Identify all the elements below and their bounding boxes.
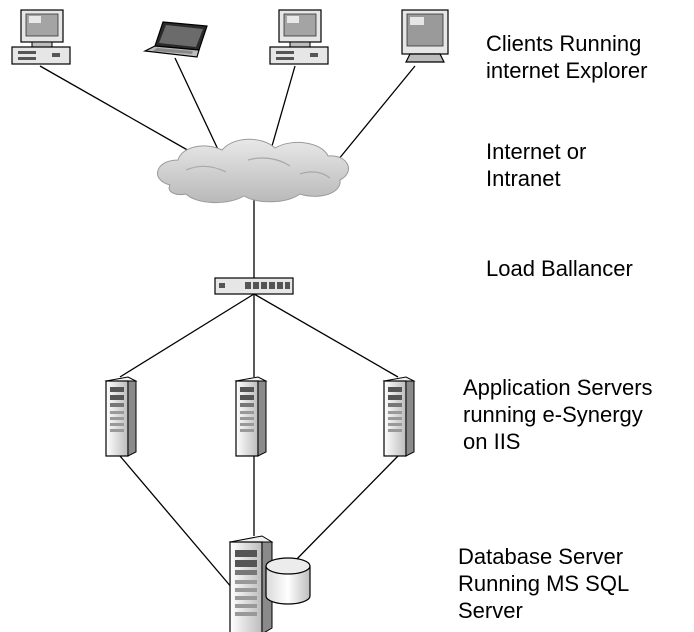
db-server-label-line-1: Database Server [458, 544, 624, 569]
load-balancer-label-line-1: Load Ballancer [486, 256, 633, 281]
app-servers-label-line-1: Application Servers [463, 375, 653, 400]
db-server-label-line-3: Server [458, 598, 523, 623]
desktop-computer-icon [11, 9, 71, 65]
connection-lines [39, 57, 416, 596]
clients-label-line-2: internet Explorer [486, 58, 648, 83]
link-client1-cloud [39, 65, 206, 161]
desktop-computer-icon [269, 9, 329, 65]
db-server-label: Database Server Running MS SQL Server [458, 543, 629, 624]
app-servers-label-line-3: on IIS [463, 429, 521, 454]
monitor-icon [401, 9, 449, 63]
app-servers-label: Application Servers running e-Synergy on… [463, 374, 653, 455]
clients-label-line-1: Clients Running [486, 31, 642, 56]
load-balancer-label: Load Ballancer [486, 255, 633, 282]
tower-server-icon [382, 376, 416, 457]
laptop-icon [142, 21, 208, 58]
tower-server-icon [234, 376, 268, 457]
app-servers-label-line-2: running e-Synergy [463, 402, 643, 427]
link-loadbalancer-app1 [119, 293, 255, 378]
link-client4-cloud [337, 65, 416, 161]
db-server-label-line-2: Running MS SQL [458, 571, 630, 596]
link-app1-db [119, 455, 239, 596]
network-label: Internet or Intranet [486, 138, 586, 192]
clients-label: Clients Running internet Explorer [486, 30, 647, 84]
database-cylinder-icon [265, 557, 311, 605]
cloud-icon [157, 138, 349, 204]
link-client2-cloud [174, 57, 223, 159]
network-switch-icon [214, 277, 294, 295]
link-client3-cloud [269, 65, 296, 154]
database-server-tower-icon [228, 535, 274, 632]
link-app3-db [289, 455, 399, 567]
link-loadbalancer-app3 [253, 293, 399, 378]
tower-server-icon [104, 376, 138, 457]
network-label-line-2: Intranet [486, 166, 561, 191]
network-label-line-1: Internet or [486, 139, 587, 164]
